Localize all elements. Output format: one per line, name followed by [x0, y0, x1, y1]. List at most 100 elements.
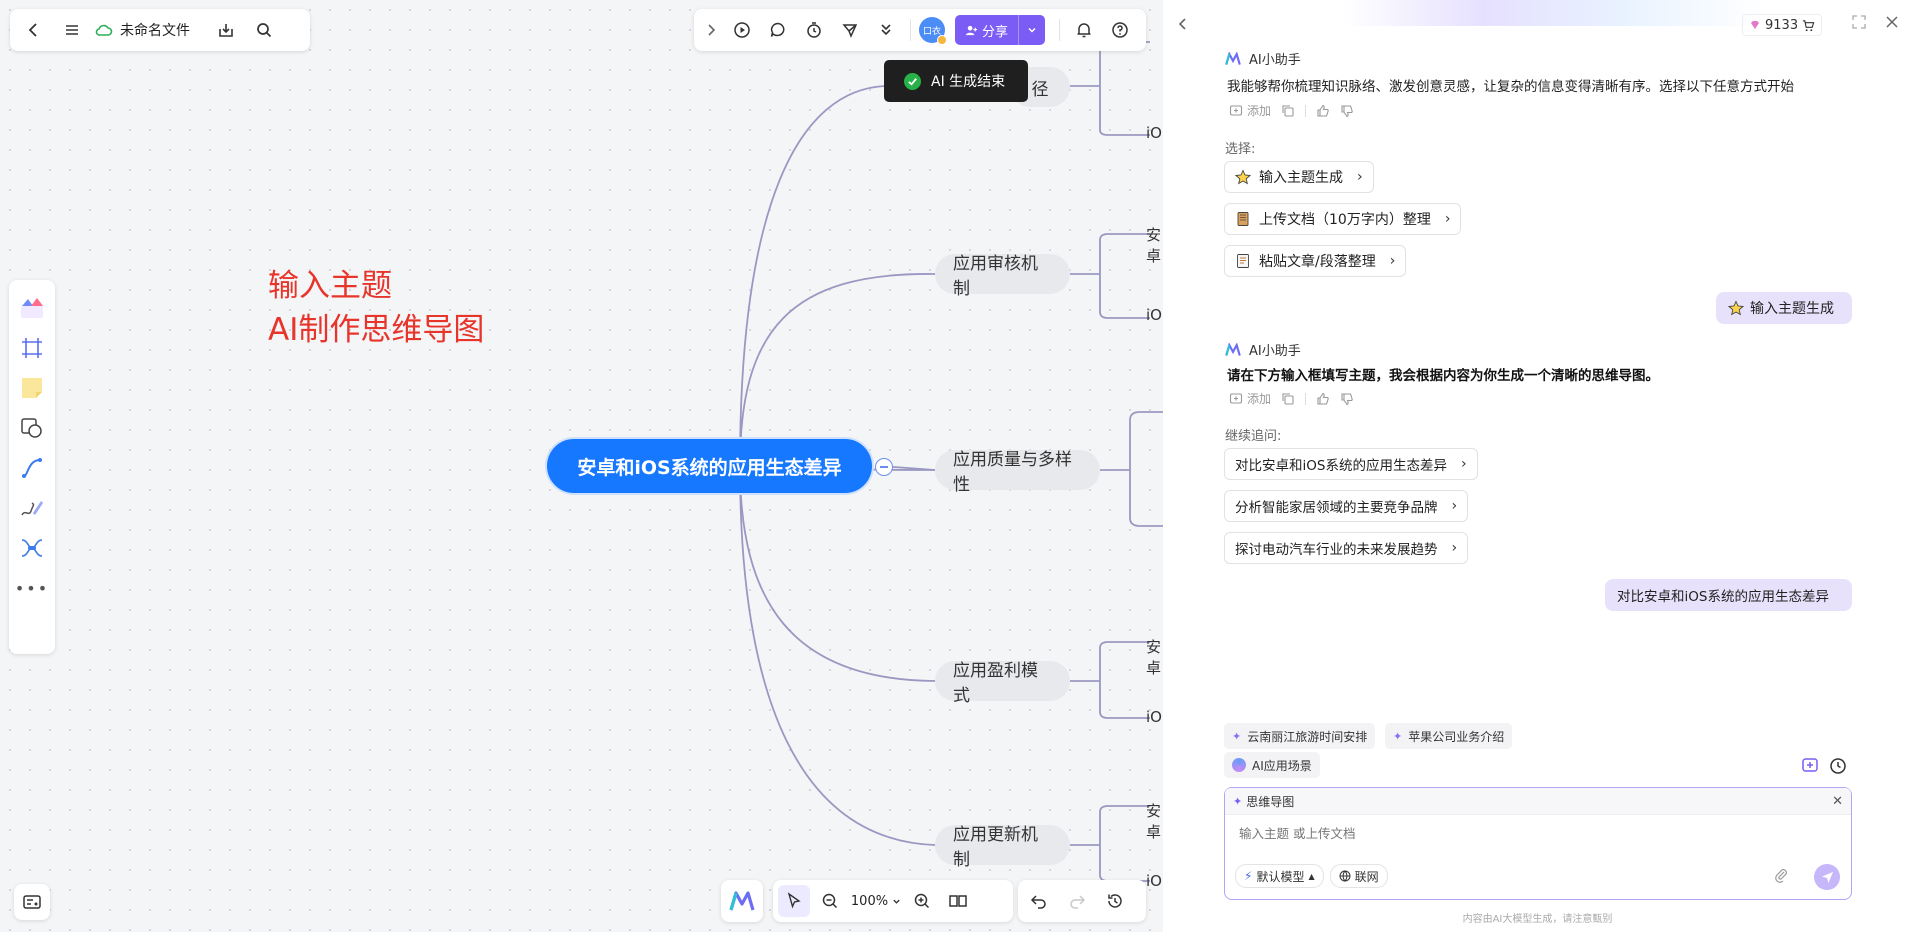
chevron-double-down-icon[interactable]: [870, 14, 902, 46]
thumbs-up-icon[interactable]: [1316, 392, 1330, 406]
ai-brand-icon: [1225, 342, 1241, 356]
search-icon[interactable]: [248, 14, 280, 46]
assistant-intro: 我能够帮你梳理知识脉络、激发创意灵感，让复杂的信息变得清晰有序。选择以下任意方式…: [1227, 79, 1794, 95]
mindmap-icon[interactable]: [16, 532, 48, 564]
book-view-icon[interactable]: [942, 885, 974, 917]
select-cursor-icon[interactable]: [778, 885, 810, 917]
map-card-icon: [23, 895, 41, 909]
timer-icon[interactable]: [798, 14, 830, 46]
caret-up-icon: ▲: [1308, 871, 1315, 881]
leaf-label[interactable]: iOS: [1146, 708, 1163, 726]
chat-input[interactable]: [1237, 825, 1801, 842]
leaf-label[interactable]: 安卓: [1146, 802, 1162, 841]
annotation-line-1: 输入主题: [268, 268, 392, 304]
toolbar-divider: [1059, 19, 1061, 41]
avatar[interactable]: 口衣: [919, 17, 947, 45]
attachment-icon[interactable]: [1773, 867, 1789, 887]
frame-icon[interactable]: [16, 332, 48, 364]
help-icon[interactable]: [1104, 14, 1136, 46]
chevron-right-icon[interactable]: [700, 14, 722, 46]
option-upload-doc[interactable]: 上传文档（10万字内）整理 ›: [1224, 203, 1462, 235]
followup-item[interactable]: 分析智能家居领域的主要竞争品牌›: [1224, 490, 1469, 522]
vote-icon[interactable]: [834, 14, 866, 46]
copy-icon[interactable]: [1281, 392, 1295, 406]
zoom-level[interactable]: 100%: [850, 894, 902, 909]
more-icon[interactable]: •••: [14, 578, 50, 598]
globe-icon: [1339, 870, 1351, 882]
followup-item[interactable]: 探讨电动汽车行业的未来发展趋势›: [1224, 532, 1469, 564]
user-message: 输入主题生成: [1716, 292, 1852, 324]
shape-icon[interactable]: [16, 412, 48, 444]
leaf-label[interactable]: 安卓: [1146, 638, 1162, 677]
ai-scenes-button[interactable]: AI应用场景: [1224, 752, 1320, 778]
zoom-in-icon[interactable]: [906, 885, 938, 917]
bell-icon[interactable]: [1068, 14, 1100, 46]
assistant-name: AI小助手: [1249, 53, 1301, 68]
history-icon[interactable]: [1829, 757, 1847, 779]
sticky-note-icon[interactable]: [16, 372, 48, 404]
file-name[interactable]: 未命名文件: [120, 23, 190, 39]
gem-icon: [1751, 21, 1759, 29]
toast: AI 生成结束: [884, 60, 1028, 102]
close-icon[interactable]: [1884, 14, 1900, 34]
branch-node-5[interactable]: 应用更新机制: [935, 825, 1070, 870]
templates-icon[interactable]: [16, 292, 48, 324]
web-search-toggle[interactable]: 联网: [1329, 864, 1388, 888]
copy-icon[interactable]: [1281, 104, 1295, 118]
followup-label: 继续追问:: [1225, 429, 1282, 444]
collapse-panel-icon[interactable]: [1167, 8, 1199, 40]
canvas-annotation[interactable]: 输入主题 AI制作思维导图: [268, 264, 484, 352]
branch-node-4[interactable]: 应用盈利模式: [935, 661, 1070, 706]
leaf-label[interactable]: iOS: [1146, 872, 1163, 890]
remove-tag-icon[interactable]: ✕: [1832, 793, 1843, 809]
credits-badge[interactable]: 9133: [1742, 14, 1823, 36]
thumbs-down-icon[interactable]: [1340, 392, 1354, 406]
leaf-label[interactable]: 安卓: [1146, 226, 1162, 265]
send-button[interactable]: [1814, 864, 1840, 890]
redo-icon[interactable]: [1061, 885, 1093, 917]
new-chat-icon[interactable]: [1801, 757, 1819, 779]
share-dropdown[interactable]: [1018, 15, 1045, 45]
left-toolbar: •••: [9, 280, 55, 654]
minimap-button[interactable]: [14, 884, 50, 920]
leaf-label[interactable]: iOS: [1146, 124, 1163, 142]
chevron-right-icon: ›: [1389, 253, 1396, 269]
thumbs-up-icon[interactable]: [1316, 104, 1330, 118]
collapse-toggle[interactable]: [875, 458, 893, 476]
comment-icon[interactable]: [762, 14, 794, 46]
pen-icon[interactable]: [16, 492, 48, 524]
leaf-label[interactable]: iOS: [1146, 306, 1163, 324]
chevron-right-icon: ›: [1451, 498, 1458, 514]
connector-icon[interactable]: [16, 452, 48, 484]
sparkle-icon: ✦: [1232, 729, 1242, 743]
play-icon[interactable]: [726, 14, 758, 46]
ai-logo-button[interactable]: [721, 880, 763, 922]
thumbs-down-icon[interactable]: [1340, 104, 1354, 118]
chevron-right-icon: ›: [1460, 456, 1467, 472]
option-paste-text[interactable]: 粘贴文章/段落整理 ›: [1224, 245, 1407, 277]
message-actions: 添加: [1229, 390, 1354, 407]
top-toolbar: 口衣 分享: [694, 9, 1146, 51]
followup-item[interactable]: 对比安卓和iOS系统的应用生态差异›: [1224, 448, 1478, 480]
assistant-header: AI小助手: [1225, 340, 1301, 359]
share-button[interactable]: 分享: [955, 15, 1046, 45]
credits-count: 9133: [1765, 17, 1799, 33]
lightning-icon: ⚡: [1244, 869, 1253, 883]
branch-node-2[interactable]: 应用审核机制: [935, 254, 1070, 299]
expand-icon[interactable]: [1851, 14, 1867, 34]
download-icon[interactable]: [210, 14, 242, 46]
mindmap-root-node[interactable]: 安卓和iOS系统的应用生态差异: [547, 439, 872, 493]
suggestion-chip[interactable]: ✦ 云南丽江旅游时间安排: [1224, 723, 1376, 749]
option-topic-generate[interactable]: 输入主题生成 ›: [1224, 161, 1374, 193]
add-to-board-button[interactable]: 添加: [1229, 390, 1271, 407]
zoom-out-icon[interactable]: [814, 885, 846, 917]
suggestion-chip[interactable]: ✦ 苹果公司业务介绍: [1385, 723, 1513, 749]
model-select[interactable]: ⚡ 默认模型 ▲: [1235, 864, 1324, 888]
undo-icon[interactable]: [1023, 885, 1055, 917]
menu-icon[interactable]: [56, 14, 88, 46]
whiteboard-canvas[interactable]: 安卓和iOS系统的应用生态差异 径 应用审核机制 应用质量与多样性 应用盈利模式…: [0, 0, 1163, 932]
history-icon[interactable]: [1099, 885, 1131, 917]
back-icon[interactable]: [18, 14, 50, 46]
branch-node-3[interactable]: 应用质量与多样性: [935, 450, 1100, 495]
add-to-board-button[interactable]: 添加: [1229, 102, 1271, 119]
